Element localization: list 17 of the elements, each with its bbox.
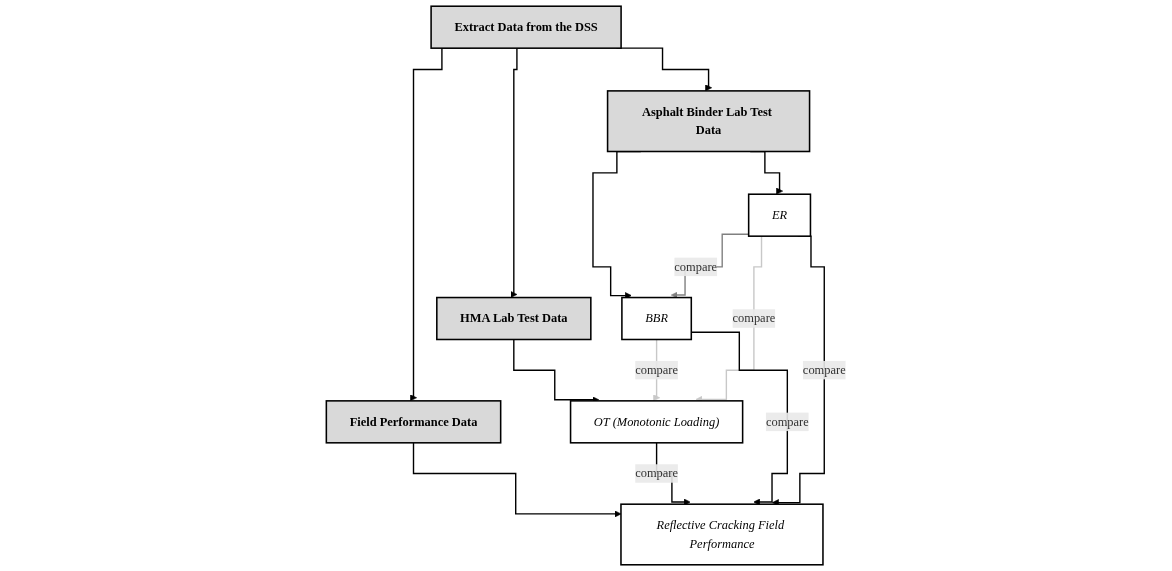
node-box: Reflective Cracking Field Performance <box>620 503 824 566</box>
node-box: OT (Monotonic Loading) <box>569 400 744 444</box>
edge-label: compare <box>674 259 718 274</box>
node-box: Extract Data from the DSS <box>430 5 622 49</box>
arrow <box>772 235 825 506</box>
arrow <box>513 338 600 404</box>
arrow <box>510 47 521 298</box>
edge-label: compare <box>732 311 776 325</box>
node-box: Field Performance Data <box>325 400 502 444</box>
node-box: ER <box>747 193 812 237</box>
edge-label: compare <box>635 466 678 480</box>
node-box: Asphalt Binder Lab Test Data <box>606 90 811 153</box>
edge-label: compare <box>802 363 846 377</box>
node-box: HMA Lab Test Data <box>436 296 592 341</box>
node-box: BBR <box>621 296 693 341</box>
edge-label: compare <box>635 363 678 377</box>
edge-label: compare <box>765 414 809 429</box>
